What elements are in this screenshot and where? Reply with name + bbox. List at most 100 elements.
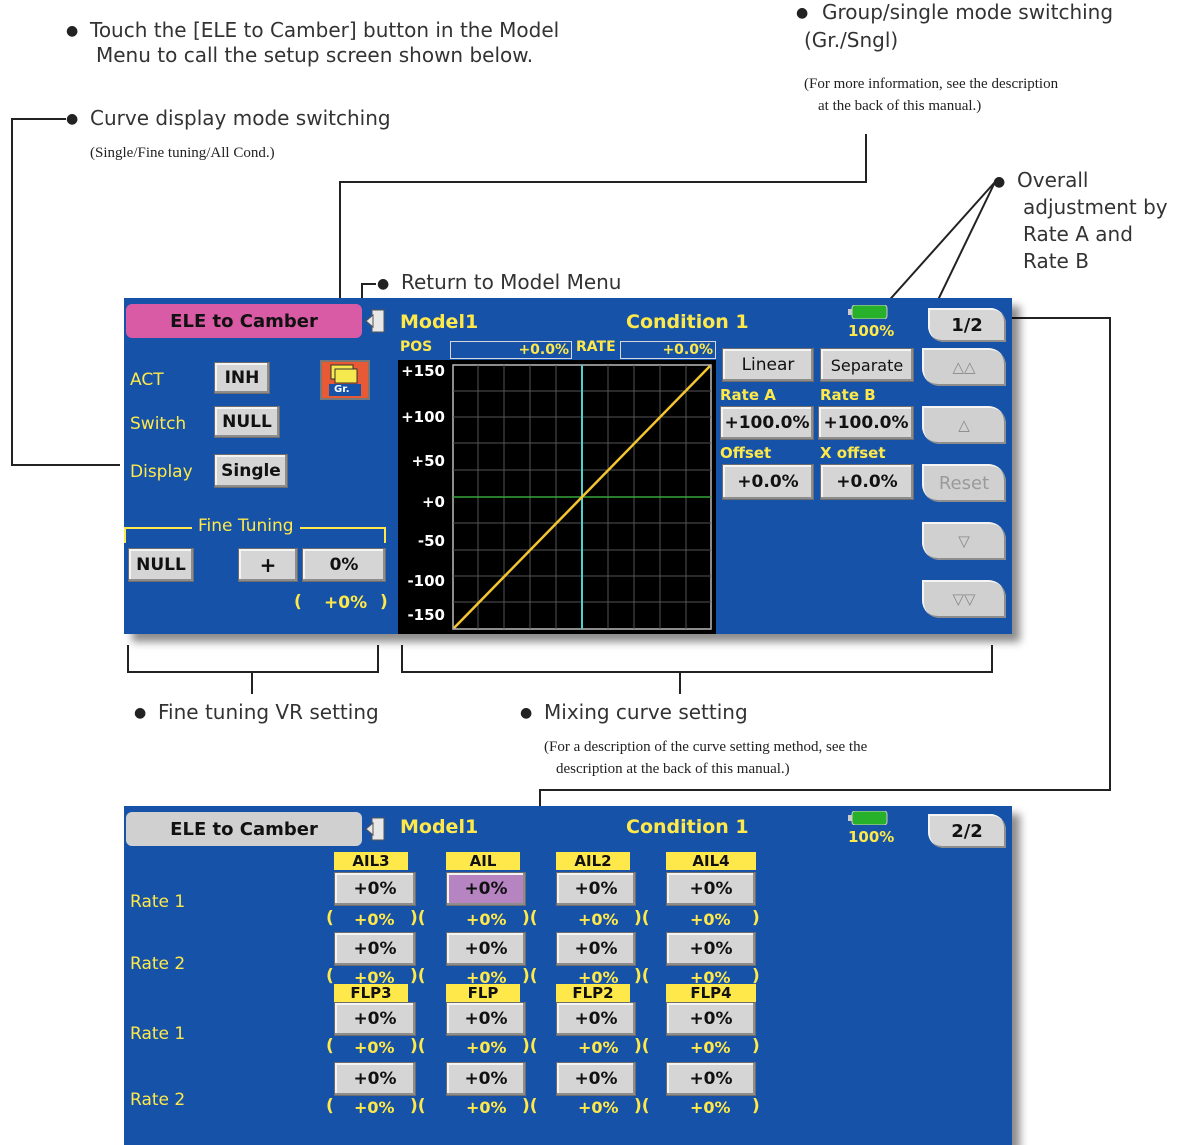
condition-name: Condition 1 (626, 816, 749, 838)
display-mode-button[interactable]: Single (214, 454, 288, 488)
rate-value-button[interactable]: +0% (446, 1062, 526, 1096)
channel-header: AIL3 (334, 852, 408, 870)
rate-value-button[interactable]: +0% (446, 1002, 526, 1036)
step-down-large-button[interactable]: ▽▽ (922, 580, 1006, 618)
battery-icon (848, 304, 888, 320)
leader-curve-display (11, 118, 120, 466)
tick-label: -100 (407, 572, 445, 590)
screen-page-1: ELE to Camber Model1 Condition 1 100% 1/… (124, 298, 1012, 634)
rate-readout: +0% (578, 1038, 619, 1057)
channel-header: FLP2 (556, 984, 630, 1002)
annotation-group-note1: (For more information, see the descripti… (804, 76, 1059, 92)
readout-paren: )( (522, 1096, 538, 1116)
rate-value-button[interactable]: +0% (446, 932, 526, 966)
channel-header: AIL4 (666, 852, 756, 870)
group-mode-button[interactable]: Gr. (320, 360, 370, 400)
channel-header: FLP3 (334, 984, 408, 1002)
return-icon[interactable] (364, 816, 386, 842)
readout-paren: )( (410, 908, 426, 928)
tick-label: +50 (411, 452, 445, 470)
reset-button[interactable]: Reset (922, 464, 1006, 502)
title-button[interactable]: ELE to Camber (126, 304, 362, 338)
rate-readout: +0% (466, 1098, 507, 1117)
rate-value-button[interactable]: +0% (556, 932, 636, 966)
readout-paren: ( (326, 1096, 334, 1116)
annotation-overall-line3: Rate A and (1023, 222, 1133, 246)
page-label: 2/2 (951, 820, 983, 842)
page-indicator-button[interactable]: 1/2 (928, 308, 1006, 342)
readout-paren: )( (522, 966, 538, 986)
separate-button[interactable]: Separate (820, 348, 914, 382)
rate-readout: +0% (690, 1098, 731, 1117)
curve-graph[interactable]: +150 +100 +50 +0 -50 -100 -150 (398, 360, 716, 634)
annotation-group-note2: at the back of this manual.) (818, 98, 982, 114)
curve-plot (452, 364, 712, 630)
annotation-group-line2: (Gr./Sngl) (804, 28, 899, 52)
rate-label: RATE (576, 339, 616, 355)
fine-tuning-paren-close: ) (380, 592, 388, 612)
fine-tuning-title: Fine Tuning (192, 516, 300, 536)
tick-label: -150 (407, 606, 445, 624)
bullet-dot: ● (520, 705, 533, 721)
rate-value-button[interactable]: +0% (334, 932, 416, 966)
title-button[interactable]: ELE to Camber (126, 812, 362, 846)
step-up-button[interactable]: △ (922, 406, 1006, 444)
fine-tuning-rate-button[interactable]: 0% (302, 548, 386, 582)
rate-value-button[interactable]: +0% (334, 872, 416, 906)
switch-button[interactable]: NULL (214, 406, 280, 438)
page-indicator-button[interactable]: 2/2 (928, 814, 1006, 848)
offset-button[interactable]: +0.0% (722, 464, 814, 500)
rate-row-label: Rate 2 (130, 954, 186, 974)
readout-paren: ( (326, 966, 334, 986)
rate-row-label: Rate 2 (130, 1090, 186, 1110)
rate-value-button[interactable]: +0% (556, 872, 636, 906)
rate-value-button[interactable]: +0% (556, 1062, 636, 1096)
annotation-touch-line2: Menu to call the setup screen shown belo… (96, 43, 534, 67)
rate-readout: +0% (578, 1098, 619, 1117)
annotation-curve-display-note: (Single/Fine tuning/All Cond.) (90, 145, 275, 161)
readout-paren: ( (326, 1036, 334, 1056)
title-label: ELE to Camber (170, 310, 318, 332)
fine-tuning-mode-button[interactable]: + (238, 548, 298, 582)
curve-type-button[interactable]: Linear (722, 348, 814, 382)
readout-paren: ( (326, 908, 334, 928)
title-label: ELE to Camber (170, 818, 318, 840)
act-button[interactable]: INH (214, 362, 270, 394)
rate-value-button-selected[interactable]: +0% (446, 872, 526, 906)
readout-paren: ) (752, 908, 760, 928)
step-down-button[interactable]: ▽ (922, 522, 1006, 560)
rate-value-button[interactable]: +0% (666, 932, 756, 966)
fine-tuning-switch-button[interactable]: NULL (128, 548, 194, 582)
rate-readout: +0% (466, 910, 507, 929)
x-offset-button[interactable]: +0.0% (820, 464, 914, 500)
rate-value-button[interactable]: +0% (666, 1002, 756, 1036)
readout-paren: )( (634, 966, 650, 986)
annotation-overall-line2: adjustment by (1023, 195, 1168, 219)
leader-group-single (339, 134, 867, 340)
readout-paren: )( (634, 1036, 650, 1056)
rate-value-button[interactable]: +0% (334, 1002, 416, 1036)
bullet-dot: ● (796, 5, 809, 21)
rate-value-button[interactable]: +0% (334, 1062, 416, 1096)
rate-value-button[interactable]: +0% (556, 1002, 636, 1036)
rate-a-label: Rate A (720, 386, 776, 404)
rate-readout: +0% (690, 1038, 731, 1057)
readout-paren: )( (410, 1036, 426, 1056)
annotation-overall-line4: Rate B (1023, 249, 1089, 273)
rate-b-button[interactable]: +100.0% (818, 406, 914, 440)
readout-paren: )( (410, 1096, 426, 1116)
battery-percent: 100% (848, 322, 895, 340)
readout-paren: )( (410, 966, 426, 986)
tick-label: -50 (417, 532, 445, 550)
annotation-mixing-note1: (For a description of the curve setting … (544, 739, 868, 755)
step-up-large-button[interactable]: △△ (922, 348, 1006, 386)
rate-value: +0.0% (620, 341, 716, 359)
return-icon[interactable] (364, 308, 386, 334)
rate-value-button[interactable]: +0% (666, 1062, 756, 1096)
rate-readout: +0% (466, 1038, 507, 1057)
condition-name: Condition 1 (626, 311, 749, 333)
rate-value-button[interactable]: +0% (666, 872, 756, 906)
annotation-group-line1: Group/single mode switching (822, 0, 1114, 24)
rate-a-button[interactable]: +100.0% (720, 406, 814, 440)
readout-paren: ) (752, 966, 760, 986)
